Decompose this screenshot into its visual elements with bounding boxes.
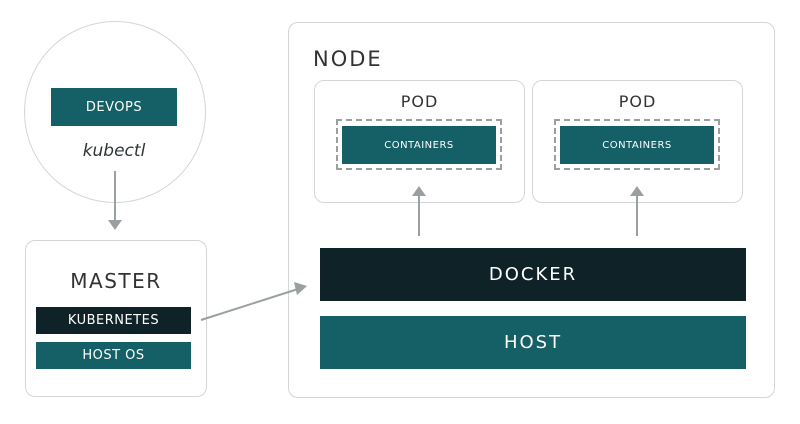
master-to-node-arrowhead: [294, 282, 307, 295]
devops-to-master-arrowhead: [108, 220, 122, 230]
containers-block: CONTAINERS: [342, 126, 496, 164]
devops-label: DEVOPS: [51, 88, 177, 126]
master-title: MASTER: [70, 269, 162, 293]
pod-title: POD: [618, 91, 657, 111]
containers-block: CONTAINERS: [560, 126, 714, 164]
container-frame: [336, 119, 502, 170]
master-to-node-arrow: [200, 288, 299, 321]
node-title: NODE: [313, 47, 383, 71]
kubectl-label: kubectl: [82, 141, 146, 161]
docker-to-pod-arrowhead: [630, 186, 644, 196]
kubernetes-block: KUBERNETES: [36, 307, 191, 334]
host-os-block: HOST OS: [36, 342, 191, 369]
docker-block: DOCKER: [320, 248, 746, 301]
pod-title: POD: [400, 91, 439, 111]
container-frame: [554, 119, 720, 170]
docker-to-pod-arrowhead: [412, 186, 426, 196]
host-block: HOST: [320, 316, 746, 369]
